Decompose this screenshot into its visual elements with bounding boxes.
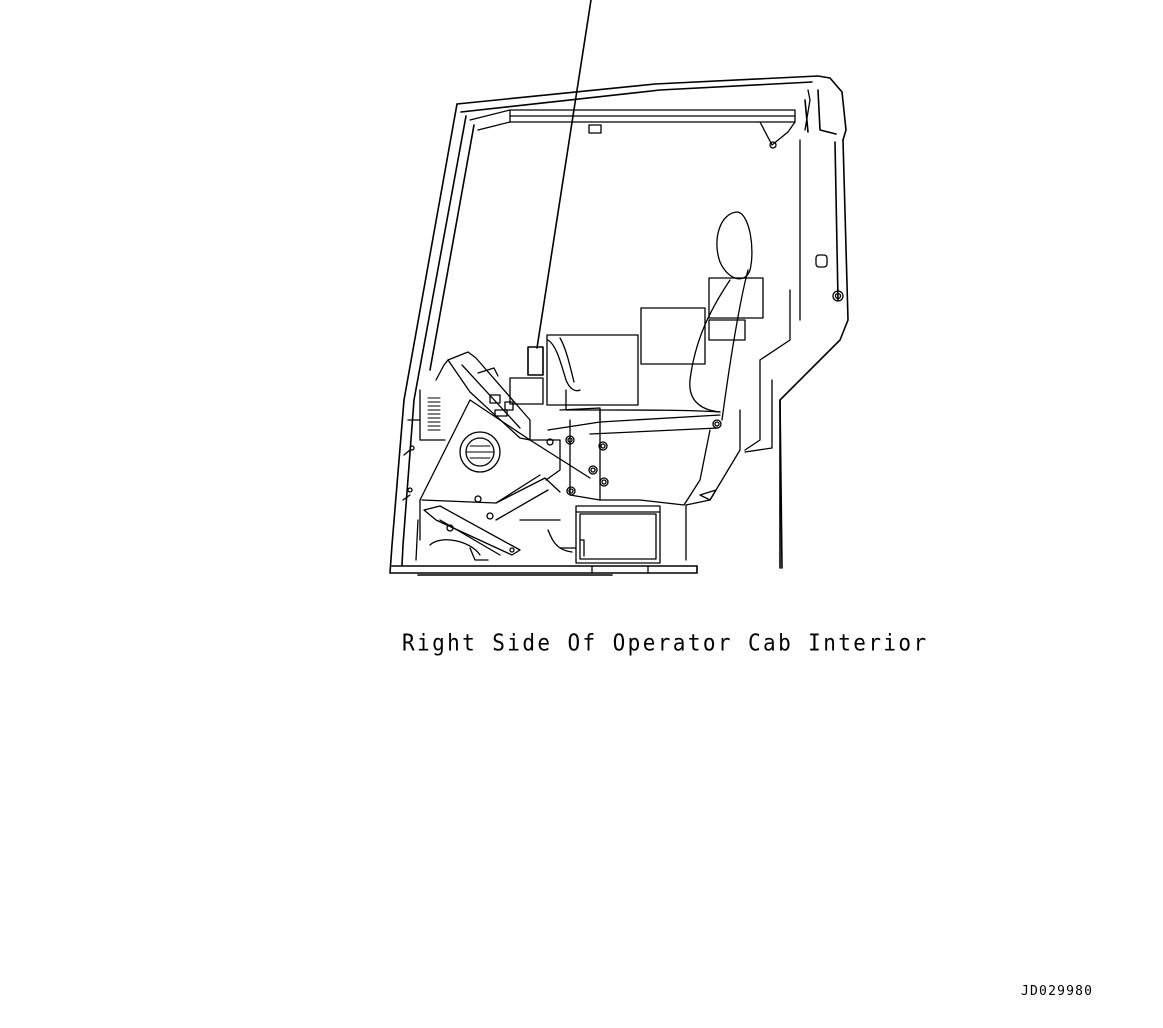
mounting-bracket	[547, 408, 740, 505]
floor-ticks	[592, 566, 648, 573]
floor-box	[548, 506, 660, 563]
lower-front-details	[403, 446, 560, 560]
diagram-caption: Right Side Of Operator Cab Interior	[402, 630, 929, 656]
drawing-id-label: JD029980	[1021, 984, 1094, 999]
headliner	[470, 90, 843, 360]
cab-outer-frame	[390, 76, 848, 575]
console-body	[420, 400, 720, 540]
control-panel	[408, 352, 530, 440]
operator-seat	[600, 212, 763, 420]
rear-wall-lower	[686, 360, 772, 560]
leader-line	[528, 0, 591, 375]
